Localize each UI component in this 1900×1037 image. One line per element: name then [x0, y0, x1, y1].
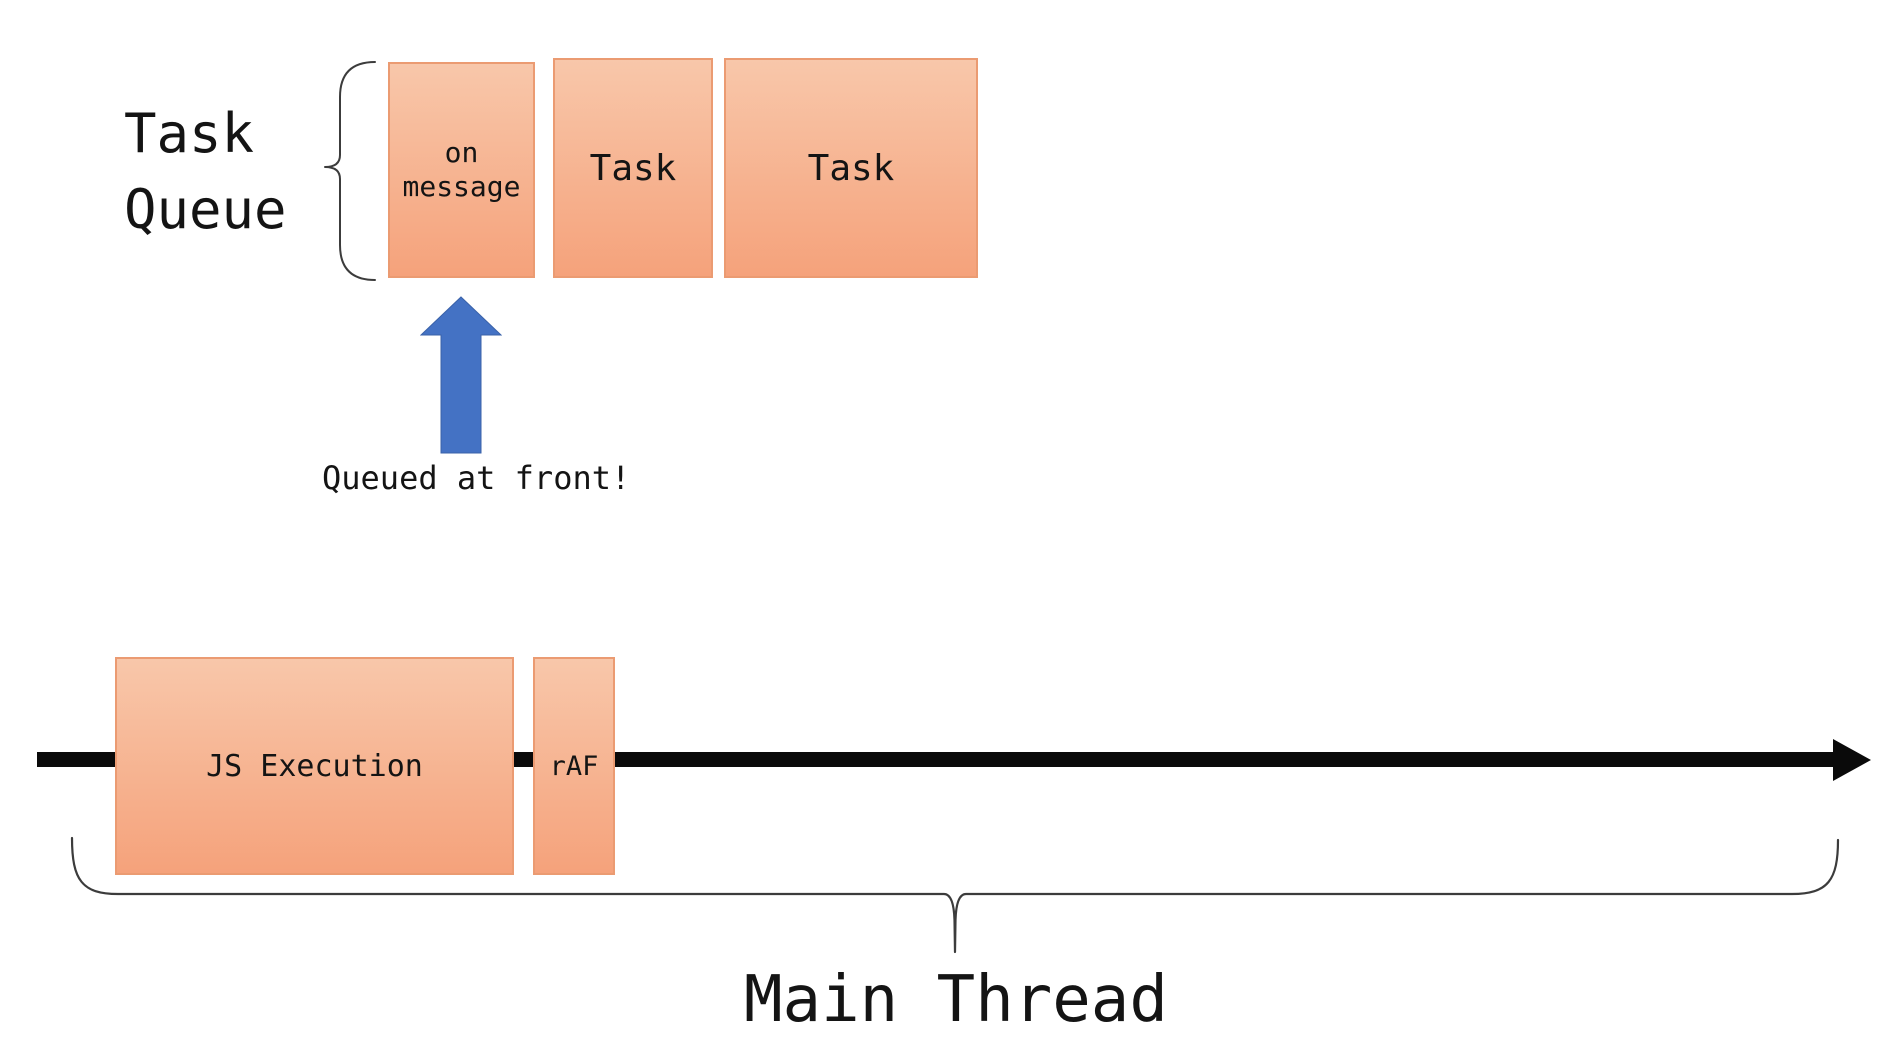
js-execution-label: JS Execution	[206, 748, 423, 784]
raf-block: rAF	[533, 657, 615, 875]
queue-box-task-1: Task	[553, 58, 713, 278]
queue-box-on-message: on message	[388, 62, 535, 278]
queue-box-task-1-label: Task	[589, 147, 677, 189]
queue-box-task-2-label: Task	[807, 147, 895, 189]
raf-label: rAF	[549, 750, 599, 782]
queued-at-front-label: Queued at front!	[322, 459, 631, 497]
up-arrow-icon	[420, 296, 502, 454]
main-thread-label: Main Thread	[744, 963, 1168, 1037]
queue-box-task-2: Task	[724, 58, 978, 278]
curly-brace-left-icon	[324, 61, 376, 281]
js-execution-block: JS Execution	[115, 657, 514, 875]
queue-box-on-message-label: on message	[402, 136, 521, 203]
curly-brace-under-icon	[70, 836, 1840, 954]
timeline-arrowhead-icon	[1833, 739, 1871, 781]
task-queue-label: Task Queue	[124, 102, 287, 241]
